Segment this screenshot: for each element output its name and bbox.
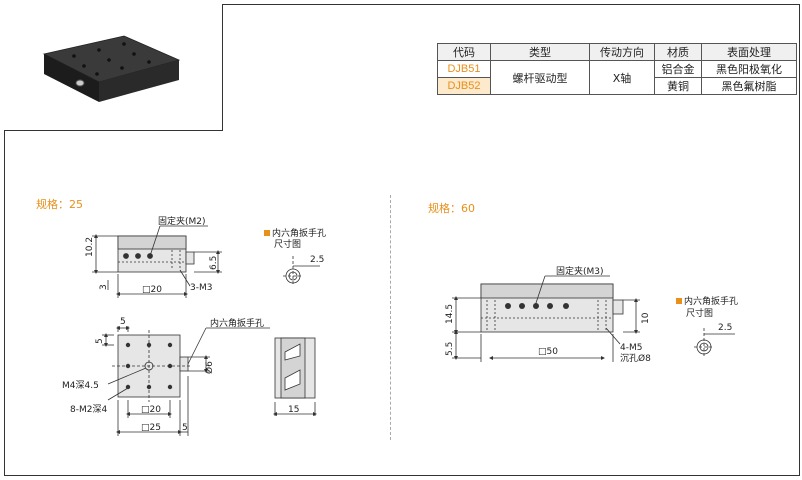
header-direction: 传动方向 [589,43,655,61]
spec60-hex-size: 2.5 [718,323,732,333]
dim-6-5: 6.5 [209,256,219,270]
header-code: 代码 [437,43,491,61]
spec25-hex-hole [283,256,320,286]
dim-3-m3: 3-M3 [190,283,212,293]
dim-w20b: □20 [141,405,161,415]
dim-14-5: 14.5 [445,304,455,324]
code-cell: DJB52 [437,77,491,95]
surface-cell: 黑色氟树脂 [701,77,797,95]
dim-m2: 8-M2深4 [70,404,107,415]
dim-m4: M4深4.5 [62,380,99,391]
dim-4-m5: 4-M5 [620,343,642,353]
spec25-hex-callout: 内六角扳手孔 [210,317,264,329]
page-frame [4,4,800,476]
spec25-top-view [102,326,270,436]
spec60-holes [505,303,569,309]
spec60-front-view [452,275,640,362]
spec25-top-holes [125,342,173,390]
spec60-hex-label: 内六角扳手孔 [684,295,738,307]
direction-cell: X轴 [589,60,655,95]
material-cell: 黄铜 [654,77,702,95]
header-type: 类型 [490,43,590,61]
spec-table: 代码 类型 传动方向 材质 表面处理 DJB51 螺杆驱动型 X轴 铝合金 黑色… [437,43,797,95]
dim-10: 10 [641,312,651,324]
spec60-clamp-label: 固定夹(M3) [556,265,604,277]
spec60-hex-hole [694,328,735,358]
legend-square-60 [676,298,682,304]
spec25-title: 规格：25 [36,198,83,211]
product-photo-box [4,4,223,131]
spec25-hex-size: 2.5 [310,255,324,265]
dim-side-15: 15 [288,405,299,415]
header-material: 材质 [654,43,702,61]
spec25-side-view [273,337,317,416]
dim-3: 3 [99,284,109,290]
spec25-front-view [92,225,222,298]
type-cell: 螺杆驱动型 [490,60,590,95]
legend-square-25 [264,230,270,236]
dim-5-5: 5.5 [445,342,455,356]
dim-left-5: 5 [95,338,105,344]
spec25-clamp-label: 固定夹(M2) [158,215,206,227]
dim-right-5: 5 [182,423,188,433]
dim-w50: □50 [538,347,558,357]
table-row: DJB51 螺杆驱动型 X轴 铝合金 黑色阳极氧化 [437,60,797,95]
spec60-title: 规格：60 [428,202,475,215]
divider [390,195,391,440]
spec60-size-label: 尺寸图 [686,307,713,319]
dim-w25: □25 [141,423,161,433]
dim-10-2: 10.2 [85,237,95,257]
header-surface: 表面处理 [701,43,797,61]
dim-top-5: 5 [120,317,126,327]
spec25-size-label: 尺寸图 [274,238,301,250]
dim-d6: Ø6 [204,361,215,374]
dim-w20a: □20 [142,285,162,295]
dim-sink: 沉孔Ø8 [620,353,651,364]
spec25-hex-label: 内六角扳手孔 [272,227,326,239]
product-photo [42,35,181,102]
